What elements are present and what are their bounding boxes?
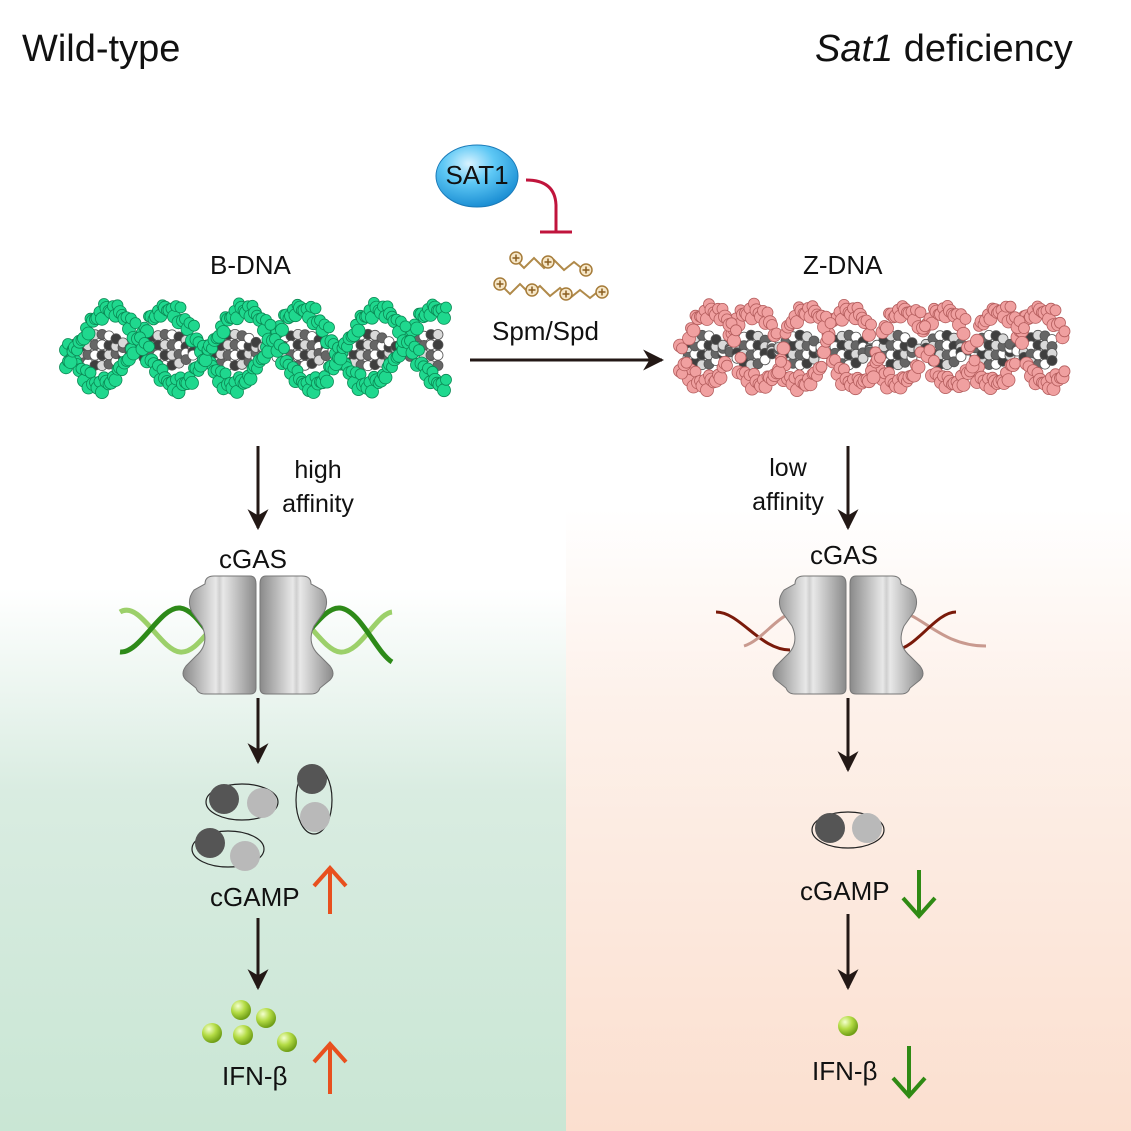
right-panel-title: Sat1 deficiency: [815, 30, 1073, 68]
left-panel-title: Wild-type: [22, 28, 181, 70]
polyamine-label: Spm/Spd: [492, 316, 599, 346]
sat1-label: SAT1: [445, 160, 509, 190]
right-cgamp-down-arrow: [901, 870, 937, 920]
z-dna-label: Z-DNA: [803, 250, 883, 280]
polyamine-charges: [493, 251, 609, 301]
left-cgamp-label: cGAMP: [210, 882, 300, 912]
left-cgas-icon: [182, 575, 334, 695]
left-affinity-label-line2: affinity: [282, 490, 354, 518]
left-cgamp-molecules: [191, 764, 333, 871]
left-ifn-up-arrow: [312, 1040, 348, 1094]
b-dna-label: B-DNA: [210, 250, 291, 280]
right-cgas-icon: [772, 575, 924, 695]
b-dna-structure: [59, 296, 452, 400]
left-cgas-label: cGAS: [219, 544, 287, 574]
right-ifn-down-arrow: [891, 1046, 927, 1100]
right-cgas-label: cGAS: [810, 540, 878, 570]
inhibition-line: [525, 178, 558, 232]
left-cgamp-up-arrow: [312, 864, 348, 914]
left-affinity-label-line1: high: [294, 456, 342, 484]
sat1-enzyme-icon: [435, 144, 519, 208]
right-ifn-label: IFN-β: [812, 1056, 878, 1086]
right-affinity-label-line1: low: [769, 454, 807, 482]
right-affinity-label-line2: affinity: [752, 488, 824, 516]
right-panel-title-rest: deficiency: [893, 28, 1073, 70]
left-ifn-particles: [202, 1000, 297, 1052]
z-dna-structure: [673, 297, 1071, 398]
right-ifn-particle: [838, 1016, 858, 1036]
right-cgamp-molecule: [811, 811, 885, 849]
left-ifn-label: IFN-β: [222, 1061, 288, 1091]
right-panel-title-gene: Sat1: [815, 28, 894, 70]
right-cgamp-label: cGAMP: [800, 876, 890, 906]
